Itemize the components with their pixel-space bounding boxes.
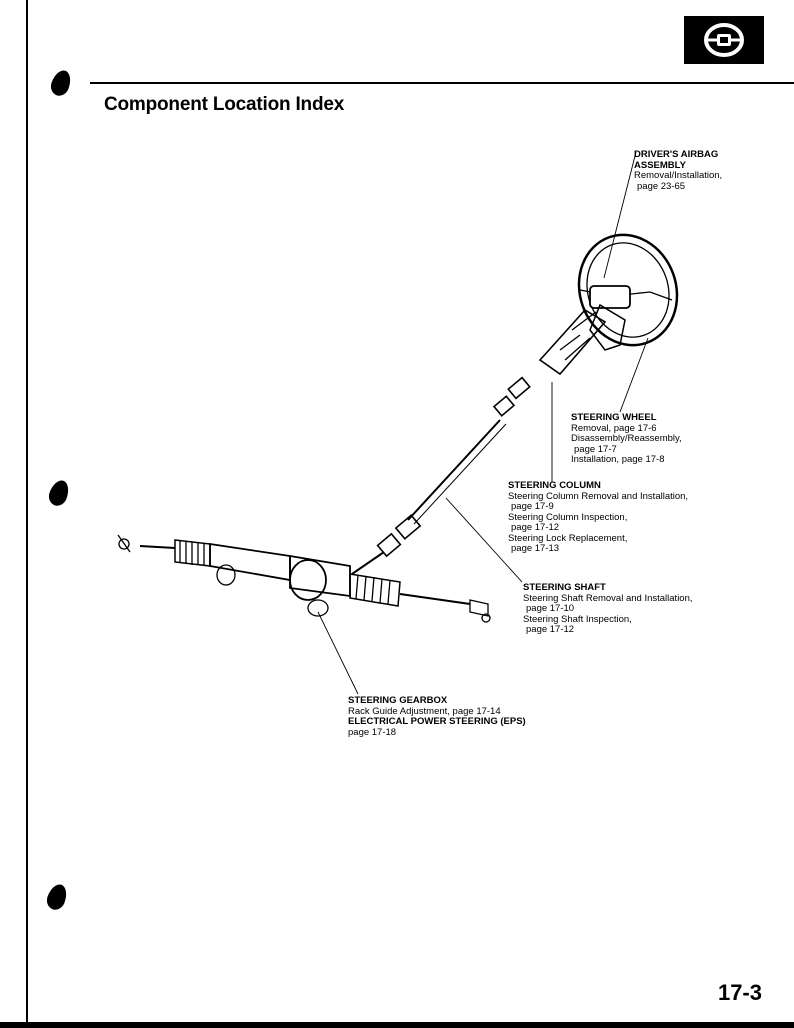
- airbag-procedure: Removal/Installation,: [634, 170, 723, 181]
- steering-column-callout: STEERING COLUMN Steering Column Removal …: [508, 480, 689, 555]
- steering-shaft-heading: STEERING SHAFT: [523, 582, 606, 593]
- steering-column-ref: page 17-13: [511, 543, 560, 554]
- airbag-heading: DRIVER'S AIRBAG: [634, 149, 719, 160]
- airbag-page-ref: page 23-65: [637, 180, 686, 192]
- steering-column-heading: STEERING COLUMN: [508, 480, 601, 491]
- page-title: Component Location Index: [104, 94, 345, 115]
- header-rule: [90, 82, 794, 84]
- steering-wheel-ref: Disassembly/Reassembly,: [571, 433, 682, 444]
- steering-wheel-icon: [684, 16, 764, 64]
- steering-wheel-heading: STEERING WHEEL: [571, 412, 657, 423]
- steering-column-ref: page 17-9: [511, 501, 554, 512]
- steering-column-ref: Steering Lock Replacement,: [508, 532, 628, 544]
- bottom-edge-rule: [0, 1022, 794, 1028]
- page-number: 17-3: [717, 980, 762, 1005]
- steering-wheel-ref: Removal, page 17-6: [571, 422, 657, 434]
- airbag-callout: DRIVER'S AIRBAG ASSEMBLY Removal/Install…: [634, 149, 723, 192]
- steering-column-ref: Steering Column Removal and Installation…: [508, 490, 689, 502]
- steering-gearbox-callout: STEERING GEARBOX Rack Guide Adjustment, …: [348, 695, 526, 738]
- steering-shaft-ref: Steering Shaft Inspection,: [523, 613, 632, 625]
- steering-wheel-callout: STEERING WHEEL Removal, page 17-6 Disass…: [571, 412, 682, 466]
- eps-page-ref: page 17-18: [348, 726, 397, 738]
- steering-shaft-ref: page 17-12: [526, 624, 575, 635]
- steering-shaft-ref: page 17-10: [526, 603, 575, 614]
- steering-gearbox-heading: STEERING GEARBOX: [348, 695, 448, 706]
- steering-wheel-ref: page 17-7: [574, 443, 617, 455]
- steering-shaft-ref: Steering Shaft Removal and Installation,: [523, 592, 693, 604]
- eps-heading: ELECTRICAL POWER STEERING (EPS): [348, 716, 526, 727]
- steering-gearbox-ref: Rack Guide Adjustment, page 17-14: [348, 705, 501, 717]
- airbag-heading: ASSEMBLY: [634, 159, 686, 171]
- steering-column-ref: page 17-12: [511, 522, 560, 533]
- steering-column-ref: Steering Column Inspection,: [508, 511, 628, 523]
- steering-shaft-callout: STEERING SHAFT Steering Shaft Removal an…: [523, 582, 693, 636]
- binding-edge-rule: [26, 0, 28, 1028]
- steering-wheel-ref: Installation, page 17-8: [571, 454, 665, 465]
